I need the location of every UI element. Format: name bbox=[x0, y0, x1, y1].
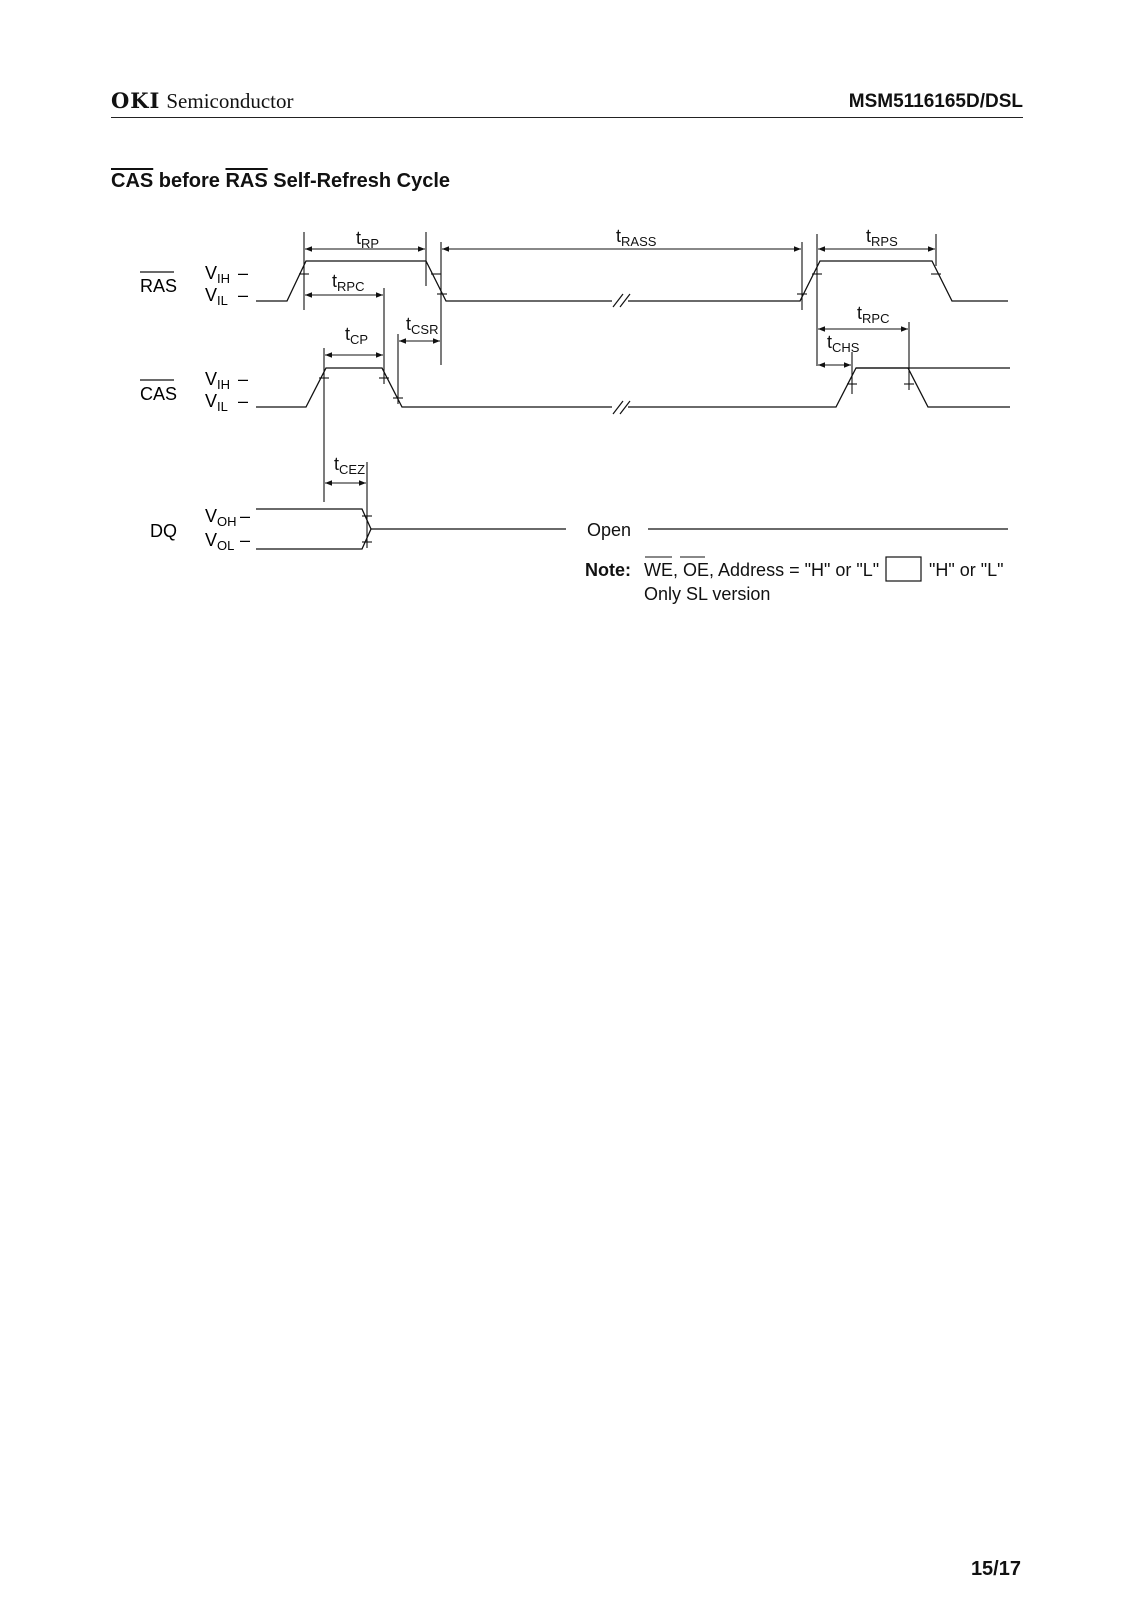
oki-logo: OKI bbox=[111, 88, 161, 113]
header-divider bbox=[111, 117, 1023, 118]
reference-lines bbox=[303, 232, 937, 548]
section-title: CAS before RAS Self-Refresh Cycle bbox=[111, 170, 450, 193]
trp-label: tRP bbox=[356, 228, 379, 251]
part-number: MSM5116165D/DSL bbox=[848, 91, 1023, 112]
cas-waveform-low bbox=[856, 367, 1010, 408]
header-brand: OKI Semiconductor bbox=[111, 88, 294, 116]
title-before: before bbox=[153, 170, 226, 192]
note: Note: WE, OE, Address = "H" or "L" "H" o… bbox=[585, 556, 1004, 604]
trpc-label-left: tRPC bbox=[332, 271, 364, 294]
dq-output-waveform bbox=[256, 508, 372, 550]
signal-name-ras: RAS bbox=[140, 271, 177, 296]
note-text: WE, OE, Address = "H" or "L" bbox=[644, 560, 879, 580]
ras-break-mark bbox=[612, 292, 631, 308]
timing-arrows bbox=[305, 246, 935, 486]
trps-label: tRPS bbox=[866, 226, 898, 249]
cas-vih-label: VIH – bbox=[205, 369, 248, 392]
cas-break-mark bbox=[612, 399, 631, 415]
dq-voh-label: VOH – bbox=[205, 506, 250, 529]
svg-text:VIH: VIH bbox=[205, 369, 230, 392]
title-cas: CAS bbox=[111, 170, 154, 192]
tchs-label: tCHS bbox=[827, 332, 860, 355]
svg-text:–: – bbox=[238, 391, 248, 411]
signal-name-cas: CAS bbox=[140, 379, 177, 404]
ras-vil-label: VIL – bbox=[205, 285, 248, 308]
crossing-ticks bbox=[299, 273, 941, 543]
svg-text:RAS: RAS bbox=[140, 276, 177, 296]
svg-text:–: – bbox=[240, 506, 250, 526]
legend-box bbox=[885, 556, 922, 582]
note-we: WE bbox=[644, 560, 673, 580]
trass-label: tRASS bbox=[616, 226, 657, 249]
svg-text:–: – bbox=[240, 530, 250, 550]
title-rest: Self-Refresh Cycle bbox=[267, 170, 451, 192]
title-ras: RAS bbox=[225, 170, 268, 192]
svg-text:VIL: VIL bbox=[205, 391, 228, 414]
note-oe: OE bbox=[683, 560, 709, 580]
svg-text:VOH: VOH bbox=[205, 506, 237, 529]
svg-text:–: – bbox=[238, 263, 248, 283]
svg-text:CAS: CAS bbox=[140, 384, 177, 404]
cas-vil-label: VIL – bbox=[205, 391, 248, 414]
tcsr-label: tCSR bbox=[406, 314, 438, 337]
svg-text:VOL: VOL bbox=[205, 530, 234, 553]
trpc-label-right: tRPC bbox=[857, 303, 889, 326]
ras-vih-label: VIH – bbox=[205, 263, 248, 286]
svg-text:–: – bbox=[238, 285, 248, 305]
dq-vol-label: VOL – bbox=[205, 530, 250, 553]
signal-name-dq: DQ bbox=[150, 521, 177, 541]
tcez-label: tCEZ bbox=[334, 454, 365, 477]
note-sl-version: Only SL version bbox=[644, 584, 770, 604]
svg-text:VIL: VIL bbox=[205, 285, 228, 308]
svg-text:–: – bbox=[238, 369, 248, 389]
svg-text:VIH: VIH bbox=[205, 263, 230, 286]
brand-subtitle: Semiconductor bbox=[166, 89, 294, 113]
cas-waveform bbox=[256, 367, 1010, 408]
legend-text: "H" or "L" bbox=[929, 560, 1004, 580]
note-label: Note: bbox=[585, 560, 631, 580]
tcp-label: tCP bbox=[345, 324, 368, 347]
page-number: 15/17 bbox=[970, 1558, 1021, 1580]
dq-open-label: Open bbox=[587, 520, 631, 540]
